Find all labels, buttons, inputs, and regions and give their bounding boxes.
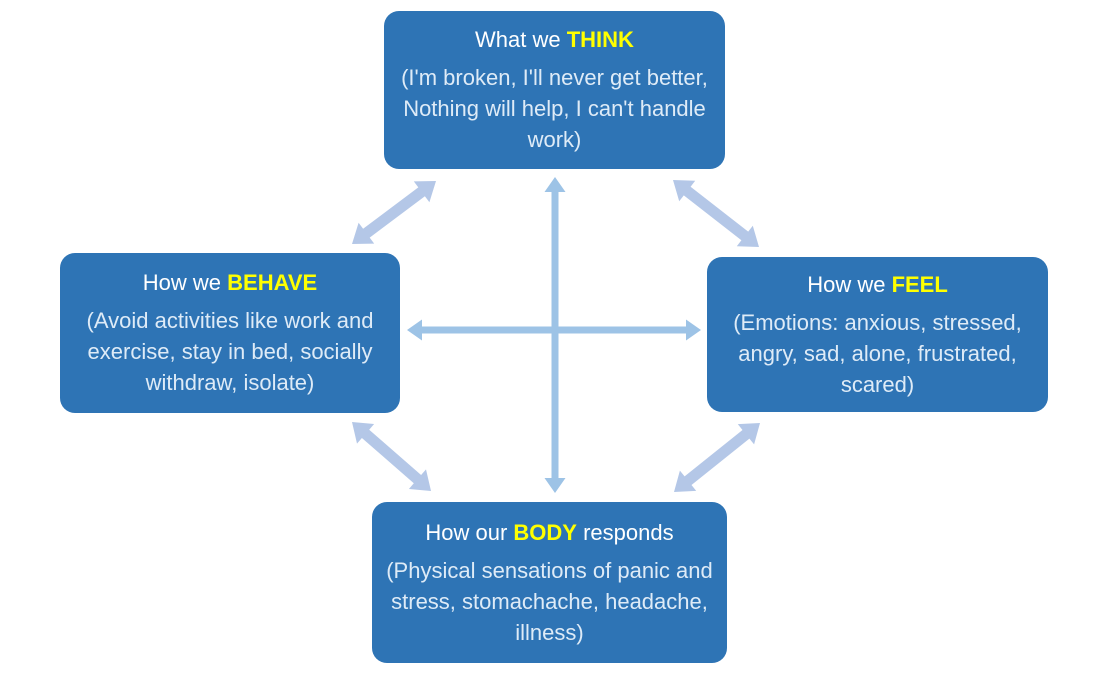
node-how-our-body-responds: How our BODY responds (Physical sensatio… <box>372 502 727 663</box>
heading-keyword: BODY <box>513 519 577 545</box>
arrow-think-body <box>544 177 566 493</box>
heading-keyword: BEHAVE <box>227 270 318 295</box>
heading-prefix: How we <box>142 270 228 295</box>
node-how-we-behave: How we BEHAVE (Avoid activities like wor… <box>60 253 400 413</box>
node-heading: How we BEHAVE <box>72 268 388 298</box>
node-how-we-feel: How we FEEL (Emotions: anxious, stressed… <box>707 257 1048 412</box>
heading-prefix: How our <box>425 519 514 545</box>
node-heading: How our BODY responds <box>384 518 715 548</box>
node-description: (Physical sensations of panic and stress… <box>386 557 713 645</box>
node-what-we-think: What we THINK (I'm broken, I'll never ge… <box>384 11 725 169</box>
arrow-think-feel <box>673 180 759 247</box>
heading-prefix: How we <box>807 271 892 297</box>
heading-keyword: FEEL <box>891 271 948 297</box>
node-heading: What we THINK <box>396 25 713 55</box>
node-description: (Emotions: anxious, stressed, angry, sad… <box>733 309 1022 397</box>
heading-suffix: responds <box>576 519 674 545</box>
node-heading: How we FEEL <box>719 270 1036 300</box>
node-description: (I'm broken, I'll never get better, Noth… <box>401 65 708 152</box>
arrow-behave-body <box>352 422 431 491</box>
node-description: (Avoid activities like work and exercise… <box>86 308 374 395</box>
arrow-behave-feel <box>407 319 701 341</box>
heading-prefix: What we <box>475 27 567 52</box>
arrow-feel-body <box>674 423 760 492</box>
arrow-think-behave <box>352 181 436 244</box>
heading-keyword: THINK <box>566 27 634 52</box>
